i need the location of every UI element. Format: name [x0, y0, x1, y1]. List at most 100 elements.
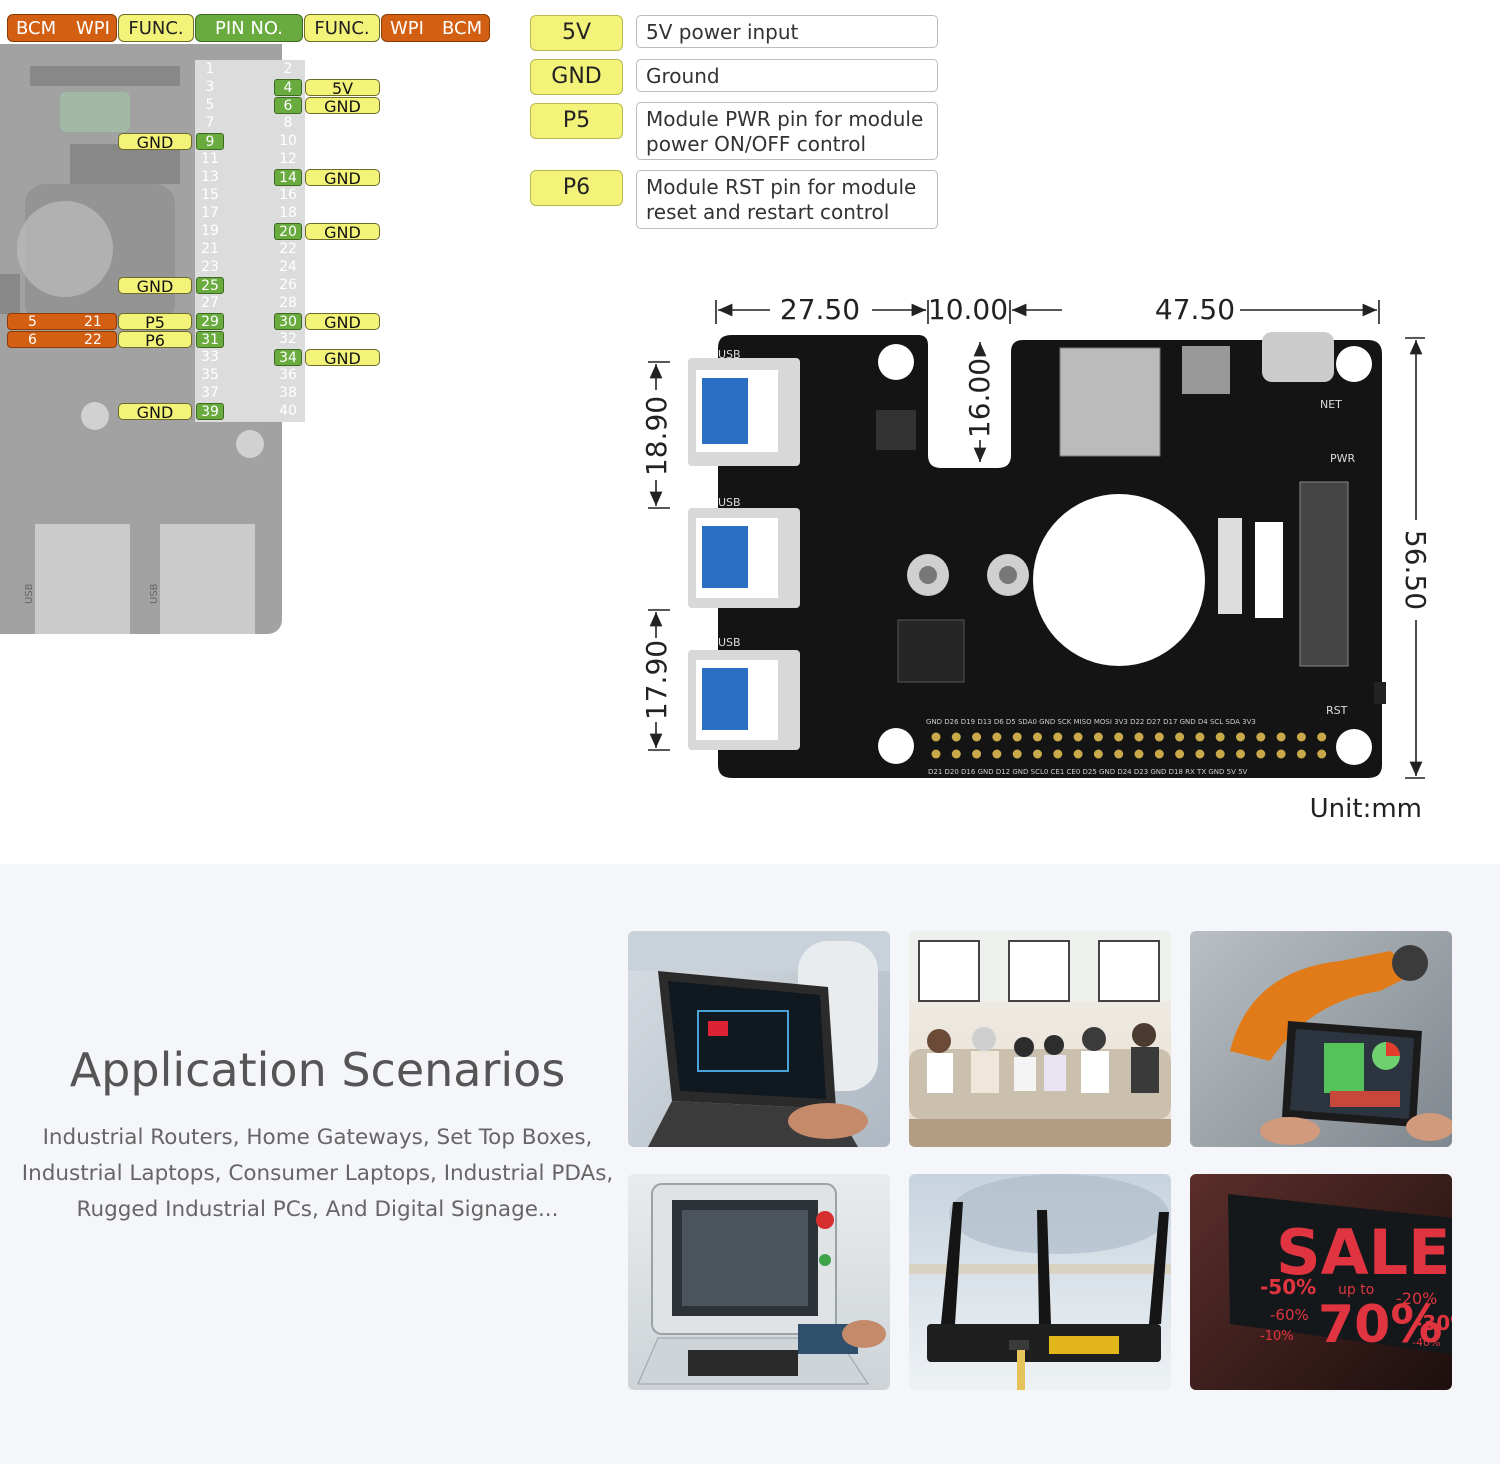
pin-number: 38 — [279, 385, 297, 401]
gpio-pin — [972, 732, 982, 742]
gpio-pin — [992, 749, 1002, 759]
fpc-connector — [1218, 518, 1242, 614]
gpio-pin — [1114, 749, 1124, 759]
pin-number: 12 — [279, 151, 297, 167]
signage-70-text: 70% — [1318, 1295, 1442, 1355]
gpio-pin — [972, 749, 982, 759]
func-label-pin30: GND — [305, 313, 380, 331]
signage-sale-text: SALE — [1276, 1216, 1451, 1289]
pin-number: 4 — [274, 79, 302, 96]
board-slot-cutout — [1255, 522, 1283, 618]
pin-number: 17 — [201, 205, 219, 221]
pin-number: 23 — [201, 259, 219, 275]
header-bcm-right: BCM — [442, 18, 483, 39]
gpio-pin — [1154, 732, 1164, 742]
nano-sim-slot — [1182, 346, 1230, 394]
dim-27-50: 27.50 — [780, 293, 860, 326]
industrial-pc-photo — [628, 1174, 890, 1390]
rst-label: RST — [1326, 704, 1348, 717]
pin-number: 27 — [201, 295, 219, 311]
unit-label: Unit:mm — [1310, 794, 1422, 824]
gpio-pin — [1276, 749, 1286, 759]
pwr-led-label: PWR — [1330, 452, 1356, 465]
usb-silk-label: USB — [718, 348, 741, 361]
pin-number: 14 — [274, 169, 302, 186]
m2-slot — [1299, 481, 1349, 667]
pin-number: 32 — [279, 331, 297, 347]
pin-number: 5 — [205, 97, 215, 113]
pin-number: 26 — [279, 277, 297, 293]
pin-number: 29 — [196, 313, 224, 330]
gpio-pin — [1134, 749, 1144, 759]
dim-56-50: 56.50 — [1399, 530, 1432, 610]
robot-arm-tablet-photo — [1190, 931, 1452, 1147]
legend-desc-5v: 5V power input — [636, 15, 938, 48]
legend-desc-p6: Module RST pin for module reset and rest… — [636, 170, 938, 229]
func-label-pin39: GND — [118, 403, 192, 421]
gpio-pin — [951, 749, 961, 759]
pin-number: 34 — [274, 349, 302, 366]
gpio-pin — [1195, 732, 1205, 742]
dim-10-00: 10.00 — [928, 293, 1008, 326]
header-wpi-right: WPI — [390, 18, 424, 39]
gpio-pin — [1053, 749, 1063, 759]
gpio-pin — [1195, 749, 1205, 759]
gpio-pin — [1093, 732, 1103, 742]
family-devices-photo — [909, 931, 1171, 1147]
pin-number: 13 — [201, 169, 219, 185]
header-bcm-left: BCM — [16, 18, 57, 39]
header-func-left: FUNC. — [118, 14, 194, 42]
legend-key-5v: 5V — [530, 15, 623, 51]
pin-number: 7 — [205, 115, 215, 131]
func-label-pin25: GND — [118, 277, 192, 295]
gpio-pin — [1093, 749, 1103, 759]
application-title: Application Scenarios — [69, 1043, 566, 1097]
dim-17-90: 17.90 — [640, 640, 673, 720]
gpio-pin — [1012, 749, 1022, 759]
gpio-silk-bottom: D21 D20 D16 GND D12 GND SCL0 CE1 CE0 D25… — [928, 768, 1248, 776]
gpio-pin — [1134, 732, 1144, 742]
gpio-silk-top: GND D26 D19 D13 D6 D5 SDA0 GND SCK MISO … — [926, 718, 1256, 726]
bcm-wpi-pin31: 6 22 — [7, 331, 117, 348]
gpio-pin — [931, 749, 941, 759]
mount-hole — [1336, 346, 1372, 382]
industrial-laptop-photo — [628, 931, 890, 1147]
usb-silk-label: USB — [718, 496, 741, 509]
signage-discount: -60% — [1270, 1306, 1309, 1324]
gpio-pin — [1053, 732, 1063, 742]
router-photo — [909, 1174, 1171, 1390]
func-label-pin34: GND — [305, 349, 380, 367]
signage-upto-text: up to — [1338, 1282, 1374, 1298]
gpio-pin — [1073, 749, 1083, 759]
gpio-pin — [992, 732, 1002, 742]
mount-hole — [878, 344, 914, 380]
dim-16-00: 16.00 — [963, 358, 996, 438]
usb-silk-label: USB — [718, 636, 741, 649]
gpio-pin — [1296, 749, 1306, 759]
gpio-pin — [1012, 732, 1022, 742]
usb-label: USB — [149, 583, 160, 604]
usb-port-3 — [688, 650, 800, 750]
gpio-pin — [1317, 749, 1327, 759]
func-label-pin6: GND — [305, 97, 380, 115]
gpio-pin — [1256, 749, 1266, 759]
pin-number: 22 — [279, 241, 297, 257]
pin-number: 11 — [201, 151, 219, 167]
gpio-pin — [931, 732, 941, 742]
legend-desc-p5: Module PWR pin for module power ON/OFF c… — [636, 102, 938, 160]
gpio-pin — [1296, 732, 1306, 742]
gpio-pin — [1154, 749, 1164, 759]
gpio-pin — [1175, 732, 1185, 742]
pin-number: 21 — [201, 241, 219, 257]
bcm-wpi-pin29: 5 21 — [7, 313, 117, 330]
func-label-pin29: P5 — [118, 313, 192, 331]
sim-card-slot — [1059, 347, 1161, 457]
gpio-pin — [1215, 749, 1225, 759]
pin-number: 2 — [283, 61, 293, 77]
net-led-label: NET — [1320, 398, 1342, 411]
wpi-value: 21 — [84, 314, 102, 330]
gpio-pin — [1073, 732, 1083, 742]
pin-number: 39 — [196, 403, 224, 420]
pin-number: 15 — [201, 187, 219, 203]
dim-18-90: 18.90 — [640, 396, 673, 476]
